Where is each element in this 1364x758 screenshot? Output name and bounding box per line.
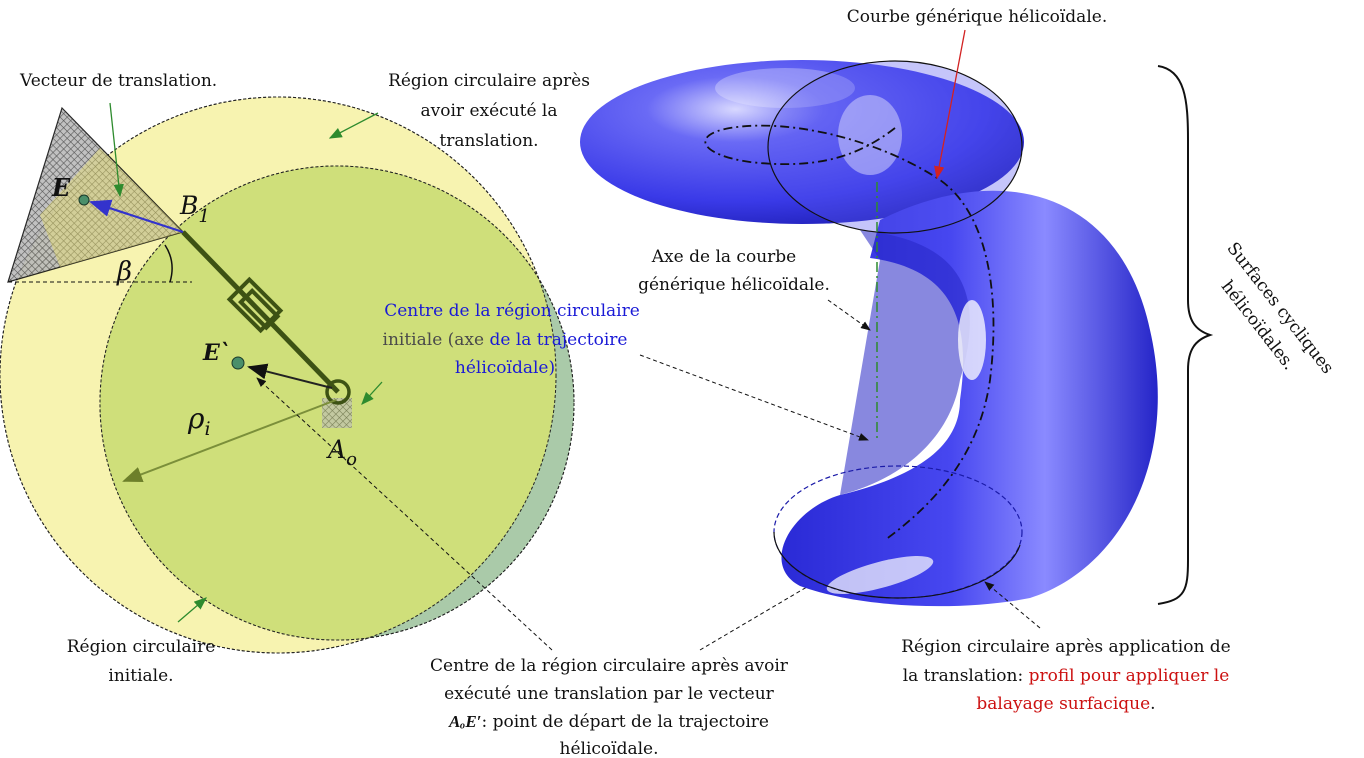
label-centre-initial-line2: initiale (axe de la trajectoire [383,330,628,350]
arrow-region-after [328,112,379,139]
ao-joint [325,379,351,405]
symbol-ao-sub: o [346,449,357,470]
symbol-e-prime: E` [202,340,231,366]
mechanism-link [181,230,340,394]
centre-initial-part2a: initiale (axe [383,330,490,350]
label-axis-line2: générique hélicoïdale. [638,275,830,295]
region-after-app-2a: la translation: [903,666,1029,686]
arrow-ao-joint [361,381,383,405]
arrow-helicoidal-curve [934,29,966,180]
vector-name: AₒE′ [448,712,481,731]
symbol-b1: B1 [179,191,210,227]
e-prime-point [231,356,245,370]
region-after-app-2b: profil pour appliquer le [1029,666,1230,686]
arrow-region-initial [177,597,207,623]
arrow-translation-vector [109,102,124,198]
label-initial-region-line1: Région circulaire [67,637,216,657]
label-centre-initial-line3: hélicoïdale) [455,358,555,378]
symbol-rho-main: ρ [187,402,205,435]
e-point [78,194,90,206]
label-centre-after-line2: exécuté une translation par le vecteur [444,684,775,704]
leader-region-after-app [984,581,1041,629]
bottom-circle-section-front [773,531,1021,599]
beta-arc [164,244,173,283]
symbol-rho-sub: i [204,418,210,440]
centre-initial-part1a: Centre de la [384,301,496,321]
label-centre-after-line1: Centre de la région circulaire après avo… [430,656,789,676]
prismatic-joint [226,276,284,334]
label-centre-initial-line1: Centre de la région circulaire [384,301,640,321]
label-region-after-app-line1: Région circulaire après application de [901,637,1230,657]
label-surfaces-rotated: Surfaces cycliques hélicoïdales. [1217,239,1338,378]
symbol-ao: Ao [326,435,357,470]
region-after-app-3b: . [1150,694,1155,714]
label-translation-vector: Vecteur de translation. [19,71,217,91]
centre-after-line3-rest: : point de départ de la trajectoire [481,712,769,732]
tube-highlight-top [838,95,902,175]
leader-to-eprime [256,377,553,651]
symbol-e: E [51,173,71,202]
label-region-after-app-line2: la translation: profil pour appliquer le [903,666,1230,686]
region-after-app-3a: balayage surfacique [976,694,1150,714]
leader-centre-initial [639,354,869,441]
surfaces-brace [1157,65,1214,605]
translation-vector-arrow [88,199,184,234]
helical-curve [704,124,995,541]
tube-inner-shade [840,230,970,495]
symbol-ao-main: A [326,435,346,464]
helical-tube-body [781,190,1158,607]
symbol-rho: ρi [187,402,211,440]
symbol-b1-main: B [179,191,198,220]
label-region-after-line2: avoir exécuté la [421,101,558,121]
hatched-triangle [7,106,185,283]
top-circle-section [767,60,1023,234]
symbol-beta: β [116,257,132,287]
centre-initial-part1b: région circulaire [496,301,640,321]
label-axis-line1: Axe de la courbe [651,247,796,267]
rho-radius-arrow [122,399,337,483]
tube-highlight-mid [958,300,986,380]
label-centre-after-line4: hélicoïdale. [560,739,659,758]
label-region-after-line3: translation. [439,131,538,151]
yellow-region-outline [0,96,557,654]
label-centre-after-line3: AₒE′: point de départ de la trajectoire [448,712,769,732]
label-helicoidal-curve: Courbe générique hélicoïdale. [847,7,1107,27]
label-region-after-app-line3: balayage surfacique. [976,694,1155,714]
leader-axis [827,299,871,331]
label-initial-region-line2: initiale. [108,666,173,686]
green-region-outline [99,165,575,641]
centre-initial-part2b: de la trajectoire [489,330,627,350]
vector-ao-eprime [247,363,333,389]
symbol-b1-sub: 1 [198,206,209,227]
label-region-after-line1: Région circulaire après [388,71,590,91]
tube-highlight-low [826,556,934,594]
top-torus-disc [580,60,1024,224]
